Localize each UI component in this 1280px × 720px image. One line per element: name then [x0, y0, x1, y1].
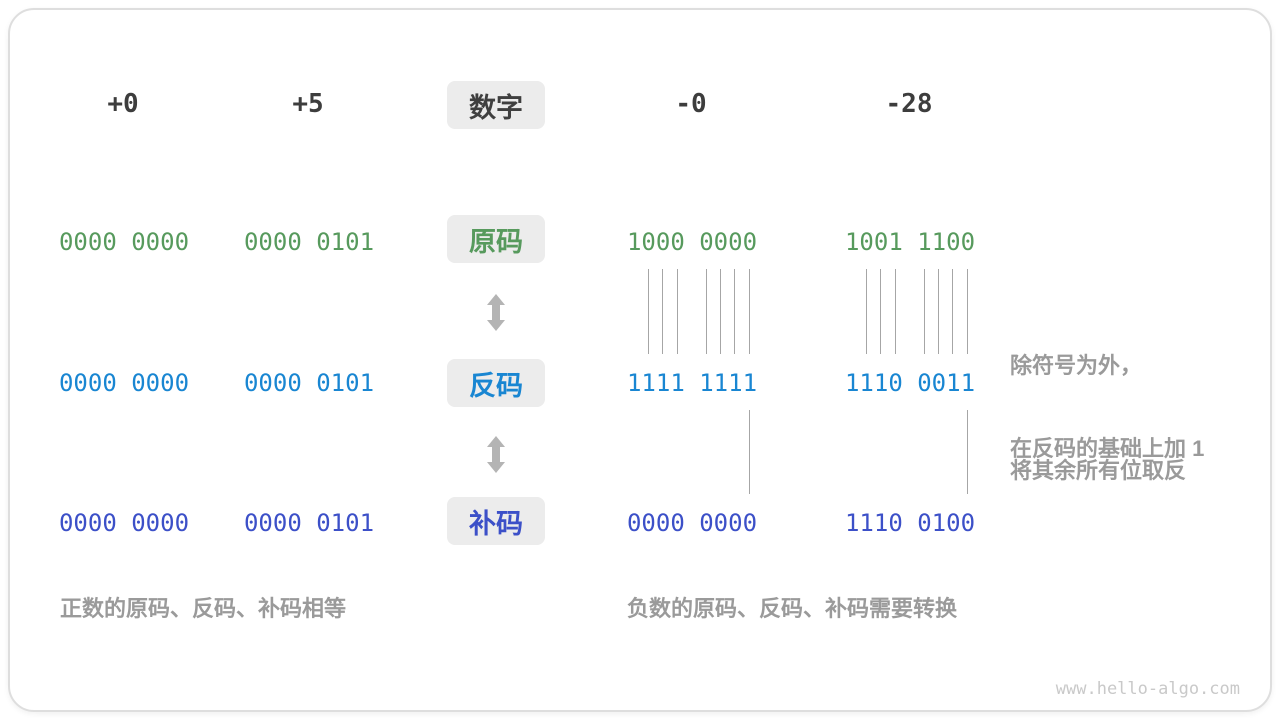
label-box-twos-complement: 补码: [447, 497, 545, 545]
sign-magnitude-neg-zero: 1000 0000: [626, 228, 758, 256]
invert-bits-annotation-line1: 除符号为外，: [1010, 353, 1143, 378]
invert-bits-annotation: 除符号为外， 将其余所有位取反: [1010, 278, 1186, 558]
label-box-ones-complement: 反码: [447, 359, 545, 407]
updown-arrow-icon: [487, 436, 505, 473]
bit-flip-line: [865, 269, 867, 354]
sign-magnitude-pos-five: 0000 0101: [243, 228, 375, 256]
arrow-head-up: [487, 294, 505, 305]
label-number: 数字: [469, 92, 523, 123]
arrow-shaft: [492, 447, 500, 462]
ones-complement-neg-28: 1110 0011: [844, 369, 976, 397]
bit-flip-line: [952, 269, 954, 354]
negative-numbers-caption: 负数的原码、反码、补码需要转换: [627, 596, 958, 621]
label-ones-complement: 反码: [469, 370, 523, 401]
add-one-annotation: 在反码的基础上加 1: [1010, 436, 1205, 461]
bit-flip-line: [880, 269, 882, 354]
number-header-pos-zero: +0: [107, 89, 139, 119]
figure-card: [8, 8, 1272, 712]
sign-magnitude-neg-28: 1001 1100: [844, 228, 976, 256]
label-box-number: 数字: [447, 81, 545, 129]
twos-complement-neg-28: 1110 0100: [844, 509, 976, 537]
bit-flip-line: [676, 269, 678, 354]
watermark: www.hello-algo.com: [1055, 679, 1240, 699]
label-twos-complement: 补码: [469, 508, 523, 539]
bit-flip-line: [894, 269, 896, 354]
bit-flip-line: [647, 269, 649, 354]
ones-complement-pos-five: 0000 0101: [243, 369, 375, 397]
sign-magnitude-pos-zero: 0000 0000: [58, 228, 190, 256]
add-one-line: [748, 410, 750, 494]
updown-arrow-icon: [487, 294, 505, 331]
label-sign-magnitude: 原码: [469, 226, 523, 257]
ones-complement-pos-zero: 0000 0000: [58, 369, 190, 397]
bit-flip-line: [662, 269, 664, 354]
bit-flip-line: [937, 269, 939, 354]
arrow-shaft: [492, 305, 500, 320]
bit-flip-line: [748, 269, 750, 354]
number-header-neg-zero: -0: [675, 89, 707, 119]
add-one-line: [966, 410, 968, 494]
number-header-neg-28: -28: [885, 89, 933, 119]
twos-complement-pos-five: 0000 0101: [243, 509, 375, 537]
bit-flip-line: [966, 269, 968, 354]
positive-numbers-caption: 正数的原码、反码、补码相等: [60, 596, 347, 621]
bit-flip-line: [923, 269, 925, 354]
arrow-head-down: [487, 320, 505, 331]
arrow-head-up: [487, 436, 505, 447]
invert-bits-annotation-line2: 将其余所有位取反: [1010, 458, 1187, 483]
bit-flip-line: [705, 269, 707, 354]
label-box-sign-magnitude: 原码: [447, 215, 545, 263]
arrow-head-down: [487, 462, 505, 473]
twos-complement-neg-zero: 0000 0000: [626, 509, 758, 537]
bit-flip-line: [734, 269, 736, 354]
number-header-pos-five: +5: [292, 89, 324, 119]
twos-complement-pos-zero: 0000 0000: [58, 509, 190, 537]
bit-flip-line: [719, 269, 721, 354]
ones-complement-neg-zero: 1111 1111: [626, 369, 758, 397]
